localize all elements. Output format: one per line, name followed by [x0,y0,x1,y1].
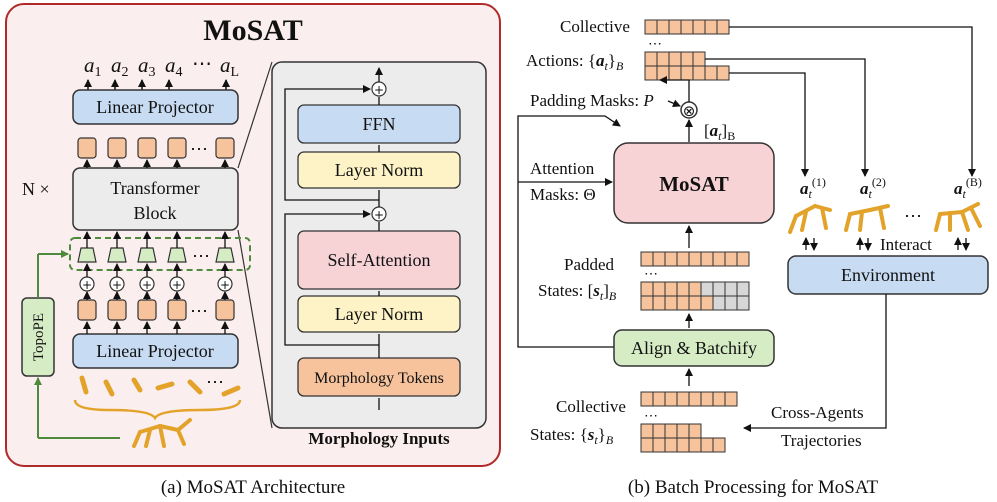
linear-projector-top [72,89,239,125]
plus-circles-row: + + + + + [79,276,233,292]
agents-ellipsis: ⋯ [904,206,922,226]
attention-masks-label-2: Masks: Θ [530,185,596,204]
output-label-L: aL [220,53,239,80]
align-batchify-label: Align & Batchify [631,338,757,358]
zoom-line-top [237,61,273,169]
token-row-top [77,137,235,159]
padded-states-label-1: Padded [564,255,615,274]
block-flow-arrows [284,67,383,410]
svg-text:+: + [220,278,230,292]
svg-text:+: + [374,208,384,222]
padded-states-grid [640,251,750,311]
svg-text:+: + [112,278,122,292]
token-row-bottom-ellipsis: ⋯ [190,301,208,321]
collective-states-label-1: Collective [556,397,626,416]
svg-text:+: + [172,278,182,292]
transformer-block [72,167,239,231]
column-arrows [83,159,229,334]
batch-processing-panel: Collective Actions: {at}B ⋯ Padding Mask… [517,17,989,453]
transformer-label-2: Block [134,203,177,223]
agent-icon-2 [844,204,890,232]
n-times-label: N × [22,179,50,199]
architecture-title: MoSAT [203,14,302,47]
padded-states-label-2: States: [st]B [538,281,617,303]
output-labels: a1 a2 a3 a4 ⋯ aL [84,53,239,80]
topope-label: TopoPE [31,313,47,361]
environment-box [787,255,989,295]
collective-actions-label-1: Collective [560,17,630,36]
states-ellipsis: ⋯ [644,409,658,424]
mosat-core-label: MoSAT [659,172,729,196]
collective-actions-grid [644,19,730,81]
layer-norm-top-label: Layer Norm [335,160,423,180]
topope-dashed-region [69,237,251,271]
token-row-top-ellipsis: ⋯ [190,139,208,159]
transformer-label-1: Transformer [110,178,199,198]
robot-agent-icon [132,418,192,448]
topope-trapezoids [77,247,235,263]
output-label-3: a3 [138,53,156,80]
morphology-tokens-label: Morphology Tokens [314,370,444,387]
agent-icon-1 [788,204,832,234]
morphology-inputs-label: Morphology Inputs [308,429,450,448]
cross-agents-label: Cross-Agents [771,403,864,422]
collective-states-label-2: States: {st}B [530,425,614,447]
svg-text:+: + [142,278,152,292]
token-row-bottom [77,299,235,321]
output-label-1: a1 [84,53,102,80]
output-arrows [84,79,230,90]
trajectories-arrow [743,294,887,432]
agent-label-2: at(2) [860,175,886,201]
output-label-4: a4 [165,53,183,80]
feedback-loop-lines [517,115,621,348]
collective-states-grid [640,391,738,453]
align-batchify-box [613,329,775,367]
limb-ellipsis: ⋯ [206,372,224,392]
caption-b: (b) Batch Processing for MoSAT [628,477,879,498]
ffn-label: FFN [362,114,395,134]
self-attention-label: Self-Attention [328,250,431,270]
interact-arrows [802,237,970,251]
limb-brace [73,399,242,421]
linear-projector-bottom-label: Linear Projector [96,341,213,361]
interact-label: Interact [880,235,932,254]
linear-projector-bottom [72,333,239,369]
attention-masks-label-1: Attention [530,159,595,178]
output-ellipsis: ⋯ [192,53,212,75]
environment-label: Environment [841,265,935,285]
svg-text:+: + [82,278,92,292]
multiply-to-actions-arrow [659,76,690,102]
mosat-core-box [613,142,775,224]
collective-actions-label-2: Actions: {at}B [526,51,624,73]
padded-ellipsis: ⋯ [644,267,658,282]
zoom-line-bottom [237,229,273,429]
batched-actions-label: [at]B [704,121,735,143]
agent-icon-B [934,202,982,232]
svg-text:+: + [374,83,384,97]
caption-a: (a) MoSAT Architecture [161,477,345,498]
output-label-2: a2 [111,53,129,80]
agent-label-1: at(1) [800,175,826,201]
trajectories-label: Trajectories [781,431,862,450]
padding-masks-label: Padding Masks: P [530,91,654,110]
actions-to-agents-lines [705,26,976,177]
actions-ellipsis: ⋯ [648,37,662,52]
svg-text:⊗: ⊗ [683,102,696,120]
agent-label-B: at(B) [954,175,982,201]
padding-arrow [667,99,681,107]
architecture-panel: MoSAT a1 a2 a3 a4 ⋯ aL Linear Projector [5,3,501,467]
linear-projector-top-label: Linear Projector [96,97,213,117]
morphology-limbs [79,375,241,397]
trapezoid-ellipsis: ⋯ [192,246,210,266]
layer-norm-bottom-label: Layer Norm [335,304,423,324]
